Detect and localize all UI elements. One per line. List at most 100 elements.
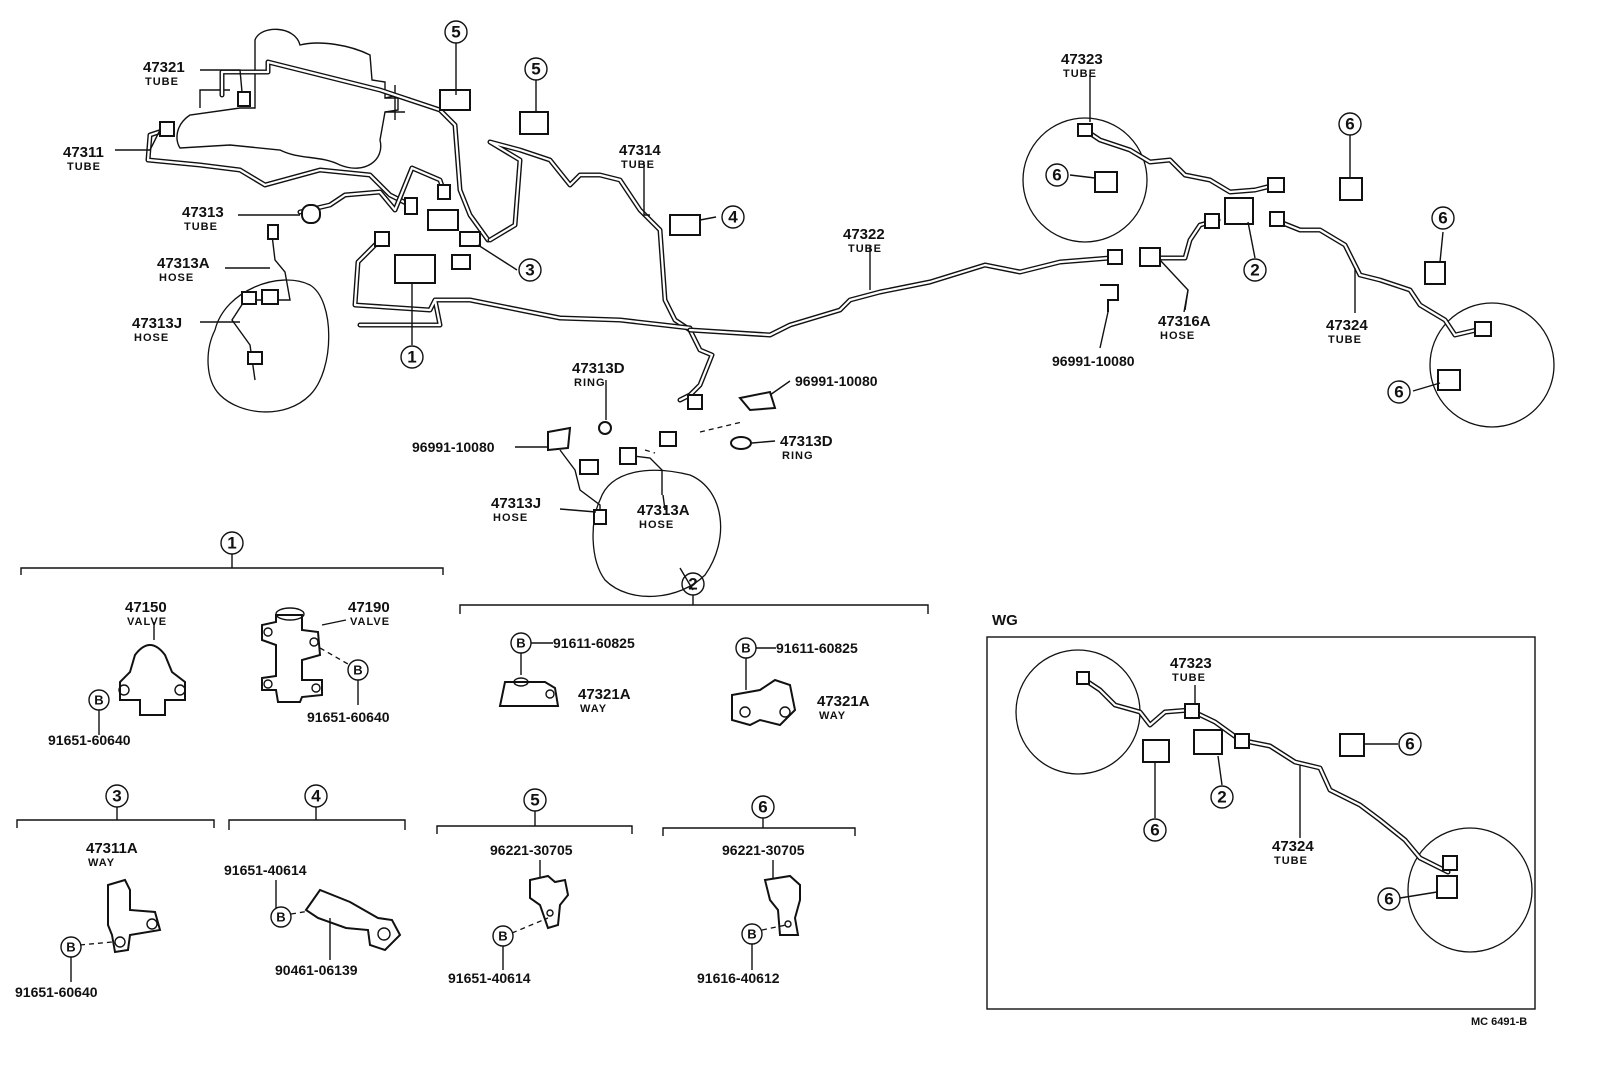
svg-text:47323: 47323 — [1170, 655, 1212, 672]
svg-text:TUBE: TUBE — [621, 159, 655, 171]
svg-text:VALVE: VALVE — [350, 616, 390, 628]
svg-text:TUBE: TUBE — [1328, 334, 1362, 346]
svg-text:2: 2 — [1250, 261, 1259, 280]
label-96991-10080-b: 96991-10080 — [412, 439, 495, 455]
svg-text:HOSE: HOSE — [1160, 330, 1195, 342]
svg-text:96991-10080: 96991-10080 — [795, 373, 878, 389]
master-cylinder — [176, 28, 410, 169]
svg-text:B: B — [276, 910, 285, 925]
detail-group-4: 4 91651-40614 B 90461-06139 — [224, 784, 406, 978]
svg-text:3: 3 — [525, 261, 534, 280]
svg-text:HOSE: HOSE — [159, 272, 194, 284]
label-47313D-a: 47313D RING — [572, 360, 625, 389]
svg-text:47324: 47324 — [1272, 838, 1314, 855]
svg-text:TUBE: TUBE — [1063, 68, 1097, 80]
svg-text:B: B — [516, 636, 525, 651]
svg-text:47313J: 47313J — [491, 495, 541, 512]
flex-hoses — [231, 234, 1189, 520]
svg-text:6: 6 — [1345, 115, 1354, 134]
svg-text:96991-10080: 96991-10080 — [412, 439, 495, 455]
svg-text:91611-60825: 91611-60825 — [776, 640, 858, 656]
right-rear-drum-upper — [1022, 117, 1148, 243]
detail-group-2: B 91611-60825 47321A WAY B 91611-60825 4… — [459, 595, 929, 727]
wg-inset: WG 47323 TUBE 47324 TUBE 2 6 6 6 — [986, 612, 1536, 1010]
svg-text:B: B — [66, 940, 75, 955]
svg-text:2: 2 — [1217, 788, 1226, 807]
svg-text:B: B — [747, 927, 756, 942]
svg-text:3: 3 — [112, 787, 121, 806]
svg-text:47311: 47311 — [63, 144, 104, 161]
svg-text:90461-06139: 90461-06139 — [275, 962, 358, 978]
center-backing-plate — [592, 469, 722, 598]
figure-code: MC 6491-B — [1471, 1016, 1527, 1028]
callout-6-top: 6 — [1338, 112, 1362, 136]
svg-text:47313: 47313 — [182, 204, 224, 221]
svg-text:2: 2 — [688, 575, 697, 594]
svg-text:TUBE: TUBE — [184, 221, 218, 233]
svg-text:96991-10080: 96991-10080 — [1052, 353, 1135, 369]
svg-text:6: 6 — [1150, 821, 1159, 840]
svg-text:47316A: 47316A — [1158, 313, 1211, 330]
label-47313A-center: 47313A HOSE — [637, 502, 690, 531]
svg-text:6: 6 — [1405, 735, 1414, 754]
label-47313A-left: 47313A HOSE — [157, 255, 210, 284]
detail-group-3: 3 47311A WAY B 91651-60640 — [15, 784, 215, 1000]
svg-text:TUBE: TUBE — [1172, 672, 1206, 684]
svg-text:6: 6 — [758, 798, 767, 817]
svg-text:HOSE: HOSE — [639, 519, 674, 531]
label-47322: 47322 TUBE — [843, 226, 885, 255]
label-96991-10080-right: 96991-10080 — [1052, 353, 1135, 369]
svg-text:6: 6 — [1394, 383, 1403, 402]
svg-text:91651-60640: 91651-60640 — [307, 709, 390, 725]
callout-2-right: 2 — [1243, 258, 1267, 282]
callout-4: 4 — [721, 205, 745, 229]
svg-text:47313D: 47313D — [780, 433, 833, 450]
svg-text:B: B — [498, 929, 507, 944]
detail-group-5: 5 96221-30705 B 91651-40614 — [436, 788, 633, 986]
svg-text:91651-60640: 91651-60640 — [48, 732, 131, 748]
svg-text:WG: WG — [992, 612, 1018, 629]
svg-text:WAY: WAY — [580, 703, 607, 715]
svg-text:6: 6 — [1438, 209, 1447, 228]
label-96991-10080-a: 96991-10080 — [795, 373, 878, 389]
callout-5-b: 5 — [524, 57, 548, 81]
svg-text:47321: 47321 — [143, 59, 185, 76]
svg-text:96221-30705: 96221-30705 — [722, 842, 805, 858]
svg-text:TUBE: TUBE — [145, 76, 179, 88]
label-47311: 47311 TUBE — [63, 144, 104, 173]
svg-text:B: B — [741, 641, 750, 656]
svg-text:B: B — [94, 693, 103, 708]
svg-text:47313J: 47313J — [132, 315, 182, 332]
label-47313J-center: 47313J HOSE — [491, 495, 541, 524]
svg-text:47190: 47190 — [348, 599, 390, 616]
svg-text:TUBE: TUBE — [67, 161, 101, 173]
svg-text:MC 6491-B: MC 6491-B — [1471, 1016, 1527, 1028]
svg-text:47313D: 47313D — [572, 360, 625, 377]
left-front-backing-plate — [207, 279, 330, 413]
assembly-dashed-lines — [644, 421, 743, 454]
svg-text:47321A: 47321A — [578, 686, 631, 703]
svg-text:47314: 47314 — [619, 142, 661, 159]
svg-text:RING: RING — [574, 377, 606, 389]
svg-text:VALVE: VALVE — [127, 616, 167, 628]
brake-tube-network — [145, 59, 1488, 403]
svg-text:91611-60825: 91611-60825 — [553, 635, 635, 651]
label-47323: 47323 TUBE — [1061, 51, 1103, 80]
svg-text:RING: RING — [782, 450, 814, 462]
svg-text:TUBE: TUBE — [1274, 855, 1308, 867]
label-47324: 47324 TUBE — [1326, 317, 1368, 346]
callout-6-upper-drum: 6 — [1045, 163, 1069, 187]
label-47313: 47313 TUBE — [182, 204, 224, 233]
svg-text:91616-40612: 91616-40612 — [697, 970, 780, 986]
svg-text:91651-60640: 91651-60640 — [15, 984, 98, 1000]
svg-text:WAY: WAY — [819, 710, 846, 722]
label-47316A: 47316A HOSE — [1158, 313, 1211, 342]
svg-text:HOSE: HOSE — [493, 512, 528, 524]
callout-6-lower-drum: 6 — [1387, 380, 1411, 404]
label-47313D-b: 47313D RING — [780, 433, 833, 462]
svg-text:47323: 47323 — [1061, 51, 1103, 68]
detail-group-1: 1 47150 VALVE B 91651-60640 47190 VALVE … — [20, 531, 444, 748]
svg-text:B: B — [353, 663, 362, 678]
main-view-fittings — [159, 89, 1492, 525]
svg-text:1: 1 — [227, 534, 236, 553]
